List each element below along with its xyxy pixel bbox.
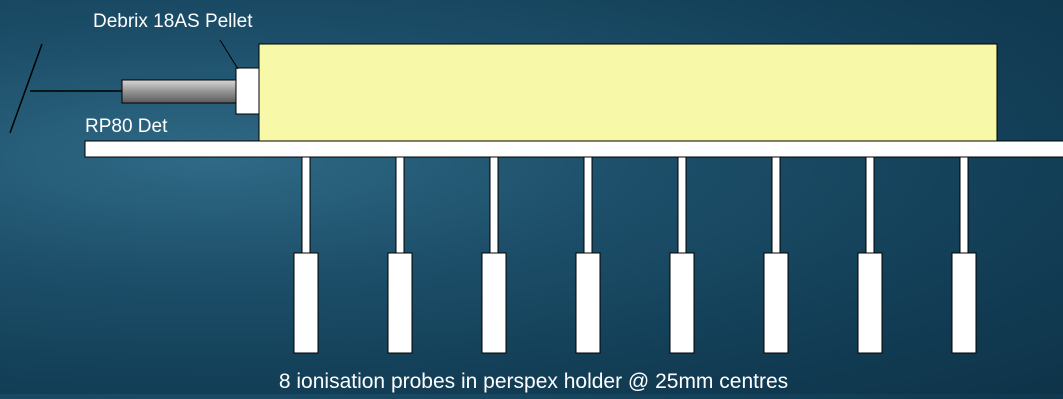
pellet-label: Debrix 18AS Pellet — [93, 11, 253, 32]
probe-body-7 — [857, 252, 883, 354]
probe-body-3 — [481, 252, 507, 354]
explosive-charge — [258, 43, 998, 142]
probe-stem-7 — [865, 156, 875, 254]
probe-stem-5 — [677, 156, 687, 254]
probe-stem-6 — [771, 156, 781, 254]
probes-caption: 8 ionisation probes in perspex holder @ … — [278, 370, 789, 393]
probe-group — [293, 156, 977, 354]
probe-body-2 — [387, 252, 413, 354]
probe-body-8 — [951, 252, 977, 354]
probe-stem-2 — [395, 156, 405, 254]
probe-stem-4 — [583, 156, 593, 254]
probe-stem-3 — [489, 156, 499, 254]
lead-wire-diagonal — [9, 43, 43, 134]
booster-pellet — [235, 67, 260, 115]
probe-body-5 — [669, 252, 695, 354]
probe-body-4 — [575, 252, 601, 354]
probe-stem-1 — [301, 156, 311, 254]
rp80-detonator — [121, 79, 238, 104]
detonator-label: RP80 Det — [85, 116, 168, 137]
perspex-holder-bar — [84, 140, 1063, 158]
probe-body-6 — [763, 252, 789, 354]
probe-stem-8 — [959, 156, 969, 254]
pellet-leader-line — [219, 39, 239, 70]
probe-body-1 — [293, 252, 319, 354]
